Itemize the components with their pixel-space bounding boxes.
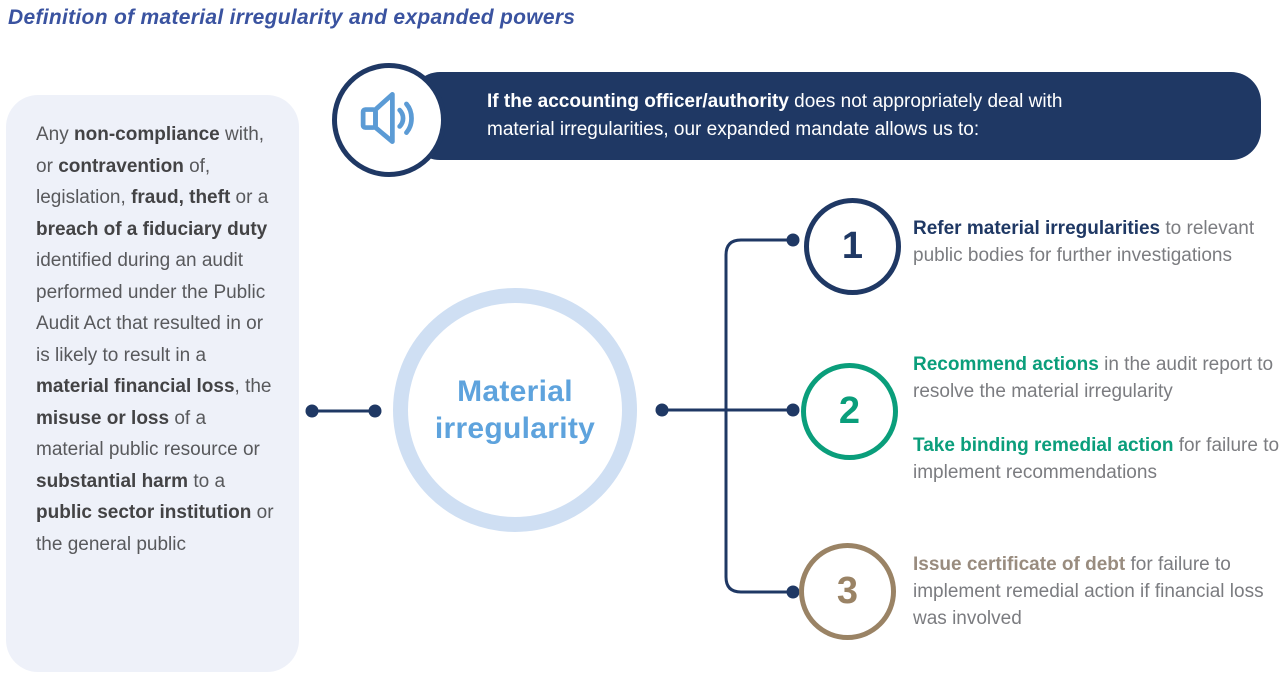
material-irregularity-label: Material irregularity [434, 375, 596, 445]
speaker-icon [353, 82, 425, 159]
definition-panel: Any non-compliance with, or contraventio… [6, 95, 299, 672]
item-2-number: 2 [838, 390, 861, 432]
item-3-number-circle: 3 [799, 543, 896, 640]
item-2-text: Recommend actions in the audit report to… [913, 351, 1280, 486]
material-irregularity-circle: Material irregularity [393, 288, 637, 532]
item-2-paragraph-2: Take binding remedial action for failure… [913, 435, 1280, 483]
banner-line-1: If the accounting officer/authority does… [487, 91, 1063, 112]
mandate-banner: If the accounting officer/authority does… [410, 72, 1261, 160]
item-1-number-circle: 1 [804, 198, 901, 295]
item-1-paragraph: Refer material irregularities to relevan… [913, 218, 1255, 266]
item-2-paragraph-1: Recommend actions in the audit report to… [913, 354, 1274, 402]
item-3-paragraph: Issue certificate of debt for failure to… [913, 554, 1264, 629]
page-title: Definition of material irregularity and … [8, 6, 576, 29]
speaker-icon-badge [332, 63, 446, 177]
item-1-text: Refer material irregularities to relevan… [913, 215, 1280, 269]
item-1-number: 1 [841, 225, 864, 267]
item-3-text: Issue certificate of debt for failure to… [913, 551, 1280, 632]
definition-text: Any non-compliance with, or contraventio… [36, 124, 274, 555]
item-2-number-circle: 2 [801, 363, 898, 460]
banner-line-2: material irregularities, our expanded ma… [487, 119, 980, 140]
item-3-number: 3 [836, 570, 859, 612]
mandate-banner-text: If the accounting officer/authority does… [487, 88, 1237, 144]
